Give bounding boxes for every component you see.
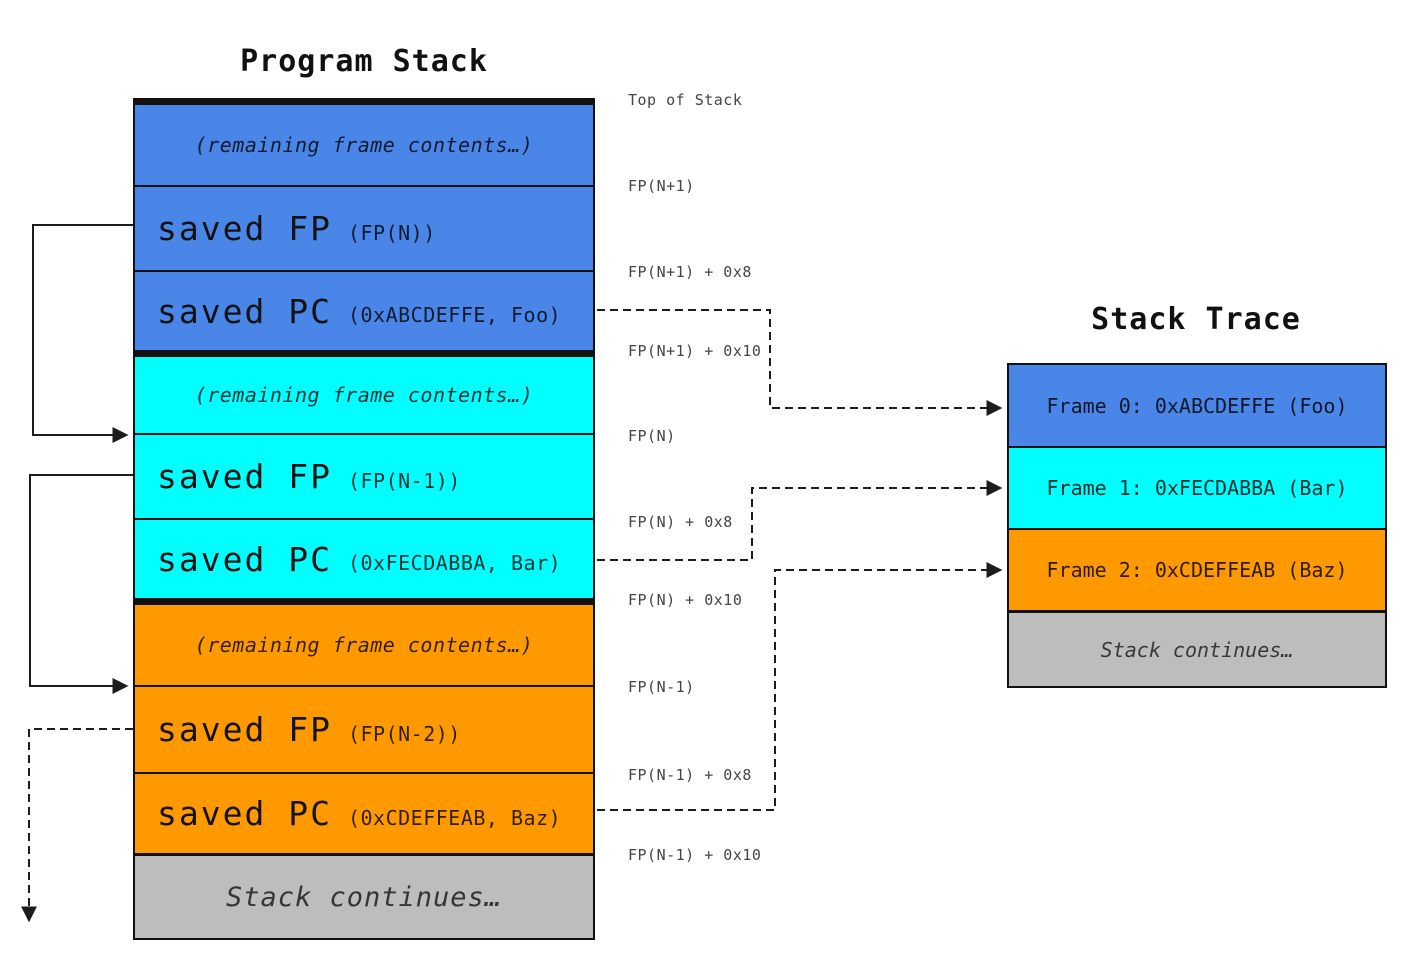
addr-label-top-of-stack: Top of Stack bbox=[628, 91, 743, 109]
saved-pc-detail: (0xCDEFFEAB, Baz) bbox=[347, 805, 562, 830]
addr-label-fp-n1-0x8: FP(N+1) + 0x8 bbox=[628, 263, 752, 281]
addr-label-fp-n1-0x10: FP(N+1) + 0x10 bbox=[628, 342, 762, 360]
trace-row-frame1: Frame 1: 0xFECDABBA (Bar) bbox=[1009, 446, 1385, 528]
stack-row-frame1-saved-fp: saved FP (FP(N-1)) bbox=[135, 433, 593, 518]
saved-fp-nm2-pointer-arrow bbox=[21, 728, 133, 923]
saved-pc-label: saved PC bbox=[157, 794, 332, 833]
stack-continues-label: Stack continues… bbox=[225, 881, 503, 913]
program-stack-box: (remaining frame contents…) saved FP (FP… bbox=[133, 98, 595, 940]
addr-label-fp-nm1: FP(N-1) bbox=[628, 678, 695, 696]
stack-row-frame1-saved-pc: saved PC (0xFECDABBA, Bar) bbox=[135, 518, 593, 598]
addr-label-fp-n-0x10: FP(N) + 0x10 bbox=[628, 591, 743, 609]
addr-label-fp-n: FP(N) bbox=[628, 427, 676, 445]
saved-pc-detail: (0xABCDEFFE, Foo) bbox=[347, 303, 562, 327]
stack-row-stack-continues: Stack continues… bbox=[135, 853, 593, 938]
trace-stack-continues-label: Stack continues… bbox=[1100, 637, 1294, 662]
frame1-label: Frame 1: 0xFECDABBA (Bar) bbox=[1046, 476, 1348, 500]
frame0-label: Frame 0: 0xABCDEFFE (Foo) bbox=[1046, 393, 1348, 418]
saved-pc-label: saved PC bbox=[157, 291, 332, 331]
saved-fp-label: saved FP bbox=[157, 209, 332, 248]
remaining-frame-contents-label: (remaining frame contents…) bbox=[194, 633, 534, 657]
stack-trace-title: Stack Trace bbox=[1091, 302, 1301, 337]
saved-fp-label: saved FP bbox=[157, 710, 332, 749]
saved-fp-label: saved FP bbox=[157, 457, 332, 496]
frame2-label: Frame 2: 0xCDEFFEAB (Baz) bbox=[1046, 558, 1348, 582]
stack-row-frame2-saved-fp: saved FP (FP(N-2)) bbox=[135, 685, 593, 772]
stack-row-frame0-saved-fp: saved FP (FP(N)) bbox=[135, 185, 593, 270]
saved-fp-detail: (FP(N-2)) bbox=[347, 721, 461, 746]
addr-label-fp-nm1-0x8: FP(N-1) + 0x8 bbox=[628, 766, 752, 784]
trace-row-frame0: Frame 0: 0xABCDEFFE (Foo) bbox=[1009, 365, 1385, 446]
saved-fp-detail: (FP(N)) bbox=[347, 220, 436, 245]
remaining-frame-contents-label: (remaining frame contents…) bbox=[194, 133, 534, 157]
program-stack-title: Program Stack bbox=[240, 44, 488, 79]
stack-row-frame1-remaining: (remaining frame contents…) bbox=[135, 350, 593, 433]
stack-row-frame2-remaining: (remaining frame contents…) bbox=[135, 598, 593, 685]
saved-pc-label: saved PC bbox=[157, 539, 332, 579]
stack-row-frame0-remaining: (remaining frame contents…) bbox=[135, 105, 593, 185]
saved-fp-detail: (FP(N-1)) bbox=[347, 468, 461, 493]
stack-row-frame2-saved-pc: saved PC (0xCDEFFEAB, Baz) bbox=[135, 772, 593, 853]
saved-fp-nm1-pointer-arrow bbox=[29, 474, 133, 694]
saved-fp-n-pointer-arrow bbox=[32, 224, 133, 443]
trace-row-frame2: Frame 2: 0xCDEFFEAB (Baz) bbox=[1009, 528, 1385, 610]
addr-label-fp-n-0x8: FP(N) + 0x8 bbox=[628, 513, 733, 531]
addr-label-fp-nm1-0x10: FP(N-1) + 0x10 bbox=[628, 846, 762, 864]
stack-row-frame0-saved-pc: saved PC (0xABCDEFFE, Foo) bbox=[135, 270, 593, 350]
stack-trace-box: Frame 0: 0xABCDEFFE (Foo) Frame 1: 0xFEC… bbox=[1007, 363, 1387, 688]
remaining-frame-contents-label: (remaining frame contents…) bbox=[194, 383, 534, 407]
saved-pc-detail: (0xFECDABBA, Bar) bbox=[347, 551, 562, 575]
addr-label-fp-n1: FP(N+1) bbox=[628, 177, 695, 195]
trace-row-stack-continues: Stack continues… bbox=[1009, 610, 1385, 686]
